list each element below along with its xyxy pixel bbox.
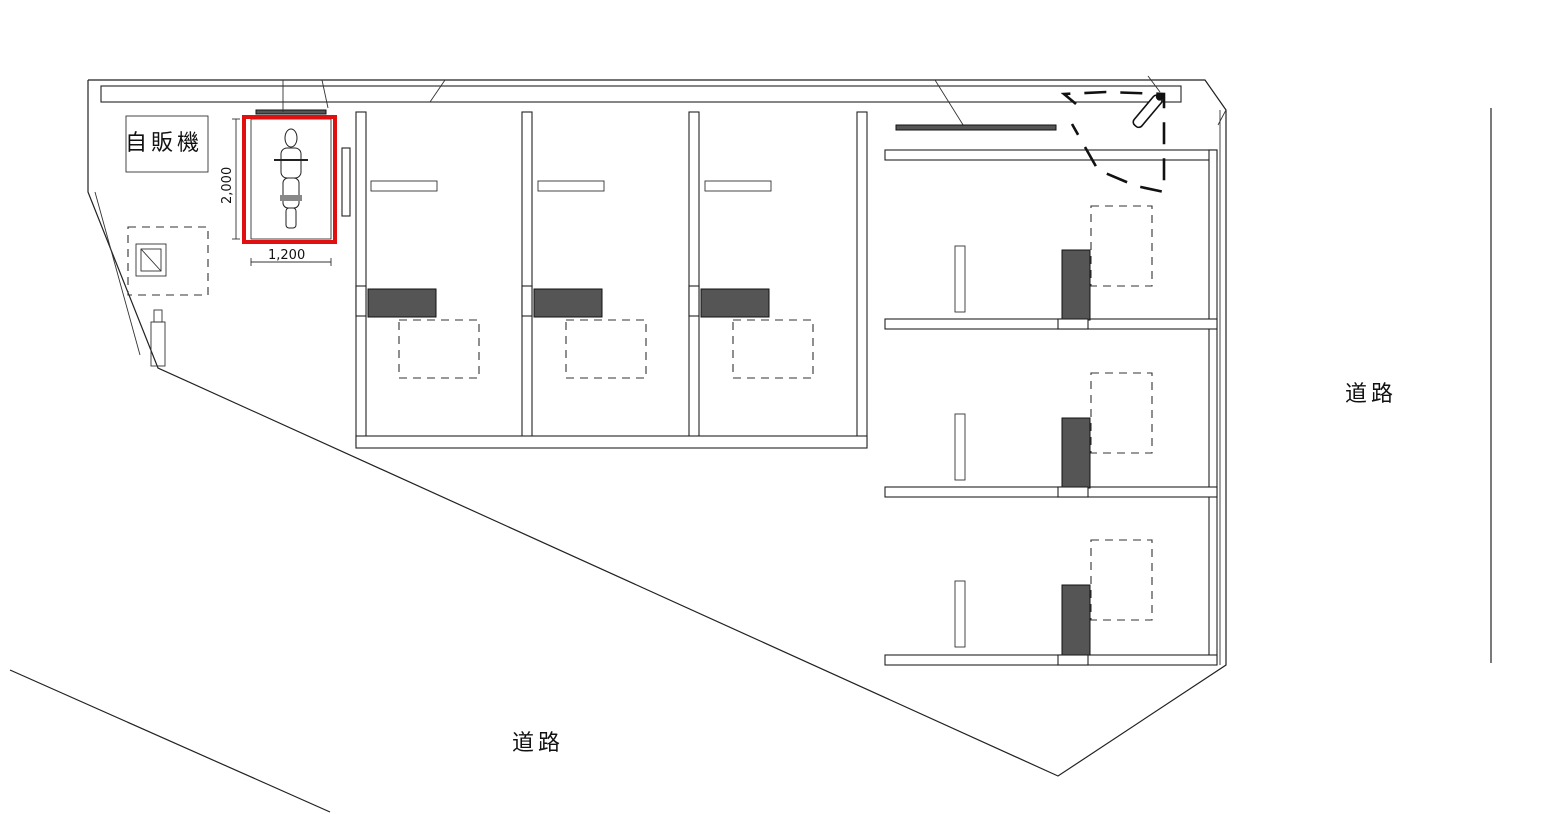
dimension-height-label: 2,000 [220,167,235,204]
parking-bay-6 [954,539,1153,666]
left-equipment [94,191,209,367]
motorcycle-icon [274,128,308,229]
parking-bay-1 [355,180,480,379]
parking-bay-4 [954,205,1153,330]
road-edge-bottom [9,669,331,813]
highlight-frame [242,115,337,244]
parking-bays-right [884,149,1218,666]
rack-bar-top [895,124,1057,131]
parking-bay-5 [954,372,1153,498]
top-fence [100,75,1227,665]
camera-coverage [1060,90,1166,194]
road-label-right: 道路 [1345,382,1397,407]
motorcycle-parking-space: 2,000 1,200 [220,79,351,266]
vending-machine: 自販機 [125,115,209,173]
dimension-width-label: 1,200 [268,248,305,263]
site-boundary [87,79,1227,777]
parking-bay-3 [688,180,814,379]
parking-bay-2 [521,180,647,379]
parking-bays-middle [355,111,868,449]
vending-machine-label: 自販機 [125,131,203,156]
road-label-bottom: 道路 [512,731,564,756]
security-camera-icon [1132,92,1164,129]
